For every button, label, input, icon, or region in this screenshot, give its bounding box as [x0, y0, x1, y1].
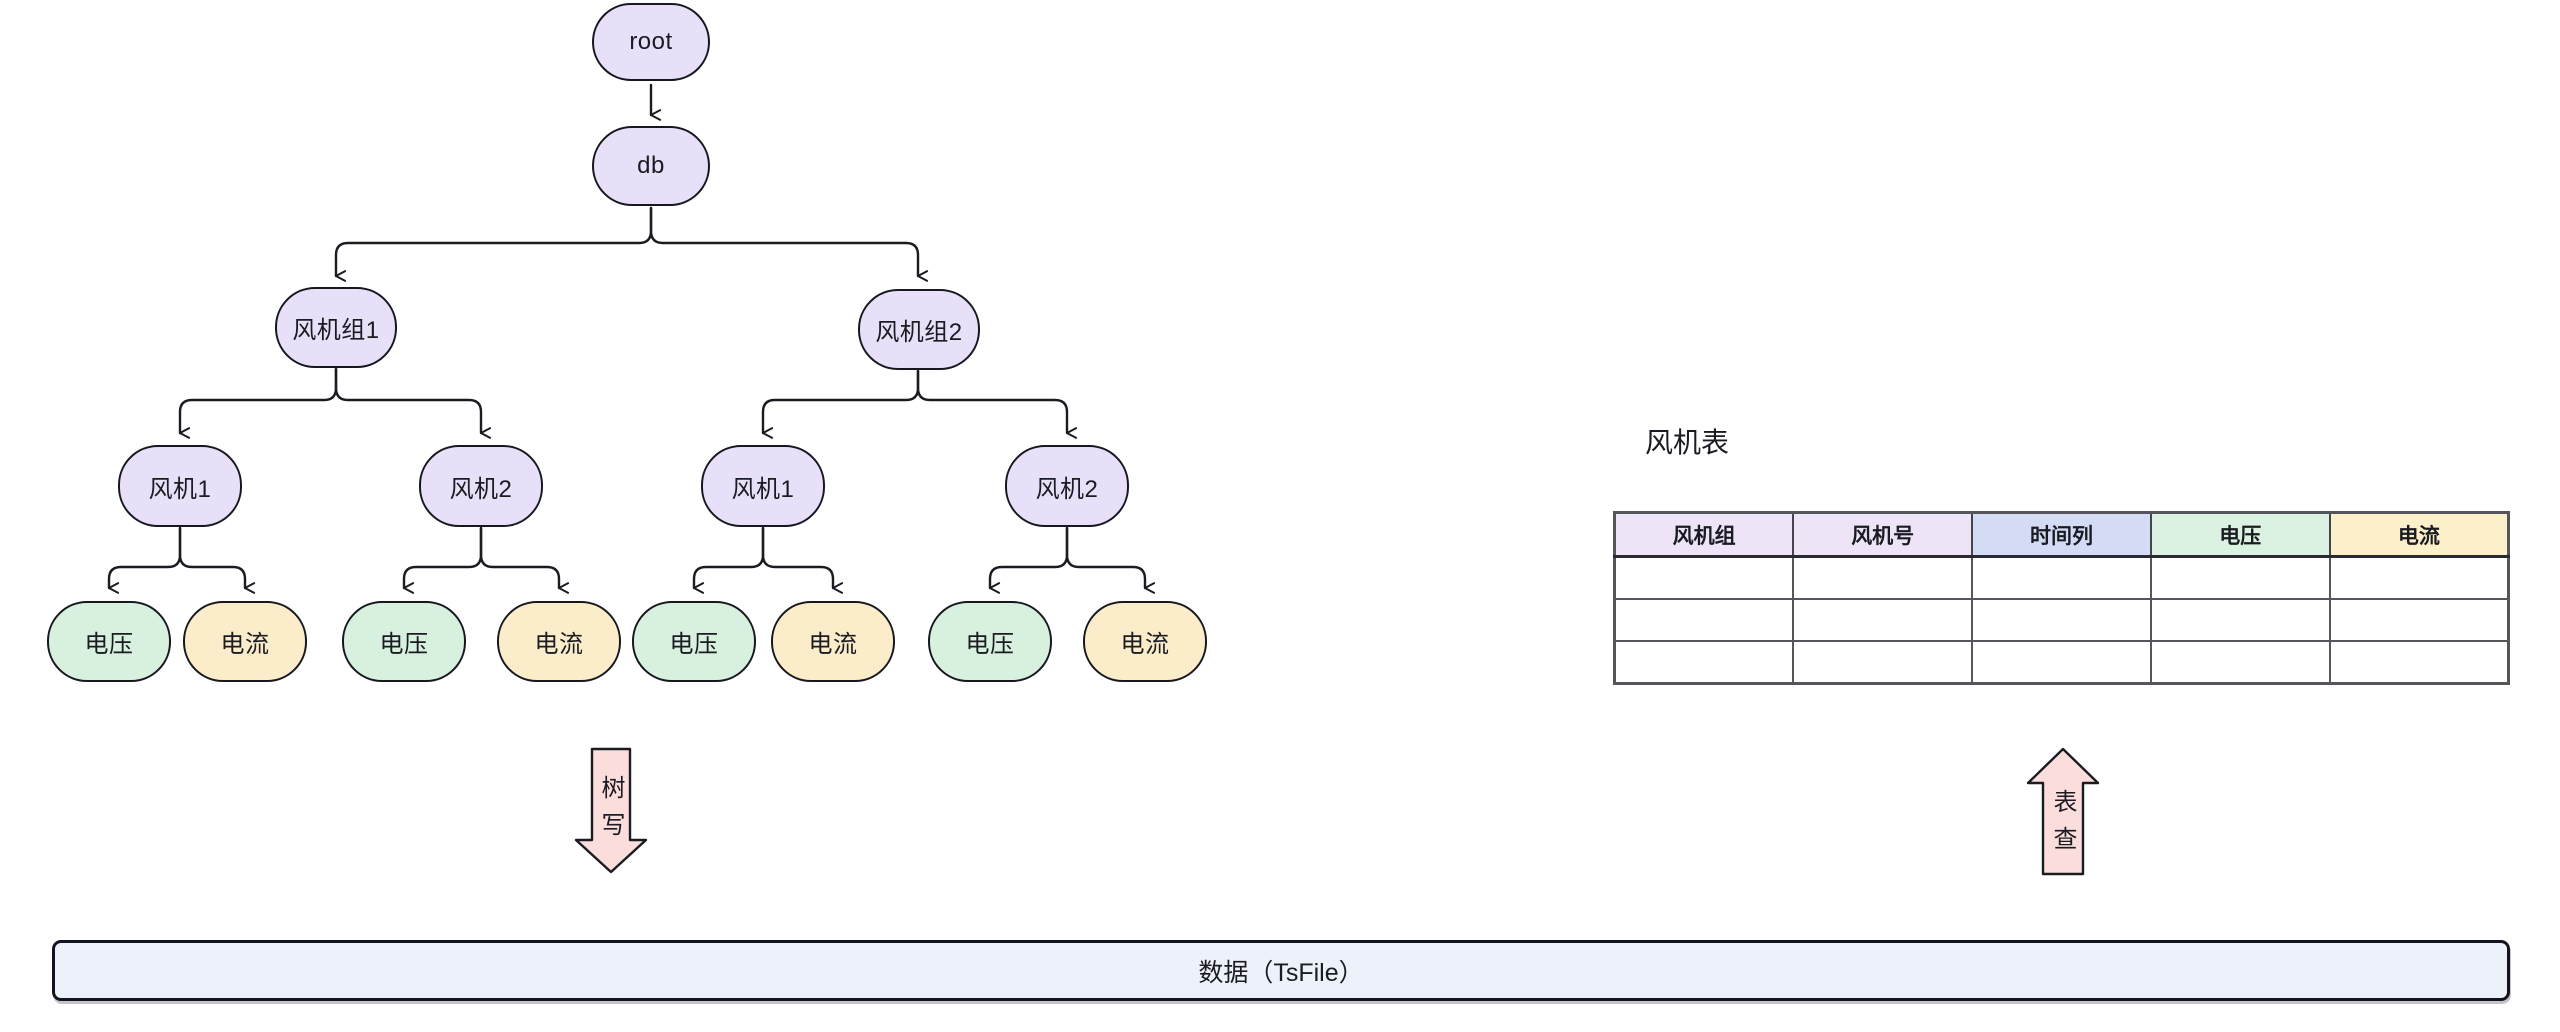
table-cell [2328, 640, 2510, 685]
table-cell [1971, 640, 2152, 685]
root-node: root [592, 3, 710, 81]
table-cell [1613, 640, 1795, 685]
table-cell [2328, 555, 2510, 600]
leaf-node-voltage-3: 电压 [632, 601, 756, 682]
group-node-2: 风机组2 [858, 289, 980, 370]
table-title: 风机表 [1645, 427, 1730, 458]
column-header-current: 电流 [2328, 511, 2510, 558]
table-row [1613, 555, 2510, 600]
table-cell [1971, 598, 2152, 642]
tree-write-arrow [574, 747, 648, 874]
leaf-node-voltage-1: 电压 [47, 601, 171, 682]
leaf-node-current-2: 电流 [497, 601, 621, 682]
table-cell [1792, 555, 1974, 600]
turbine-node-3: 风机1 [701, 445, 825, 527]
leaf-node-current-3: 电流 [771, 601, 895, 682]
table-cell [1792, 598, 1974, 642]
turbine-node-2: 风机2 [419, 445, 543, 527]
datastore-label: 数据（TsFile） [1198, 958, 1364, 987]
table-cell [1792, 640, 1974, 685]
turbine-node-1: 风机1 [118, 445, 242, 527]
leaf-node-voltage-4: 电压 [928, 601, 1052, 682]
table-query-arrow [2026, 747, 2100, 876]
tree-edges [107, 83, 1156, 594]
tree-write-arrow-label: 树写 [597, 775, 624, 849]
turbine-node-4: 风机2 [1005, 445, 1129, 527]
table-cell [2149, 640, 2331, 685]
table-row [1613, 640, 2510, 685]
column-header-turbine-no: 风机号 [1792, 511, 1974, 558]
table-header-row: 风机组 风机号 时间列 电压 电流 [1613, 511, 2510, 558]
table-cell [1613, 598, 1795, 642]
leaf-node-voltage-2: 电压 [342, 601, 466, 682]
table-cell [2149, 598, 2331, 642]
leaf-node-current-1: 电流 [183, 601, 307, 682]
table-cell [1971, 555, 2152, 600]
turbine-table: 风机组 风机号 时间列 电压 电流 [1613, 511, 2510, 685]
column-header-voltage: 电压 [2149, 511, 2331, 558]
table-query-arrow-label: 表查 [2049, 789, 2076, 863]
table-cell [2149, 555, 2331, 600]
table-cell [1613, 555, 1795, 600]
group-node-1: 风机组1 [275, 287, 397, 368]
column-header-time-series: 时间列 [1971, 511, 2152, 558]
table-row [1613, 598, 2510, 642]
column-header-turbine-group: 风机组 [1613, 511, 1795, 558]
leaf-node-current-4: 电流 [1083, 601, 1207, 682]
db-node: db [592, 126, 710, 206]
datastore-bar: 数据（TsFile） [52, 940, 2510, 1001]
table-cell [2328, 598, 2510, 642]
